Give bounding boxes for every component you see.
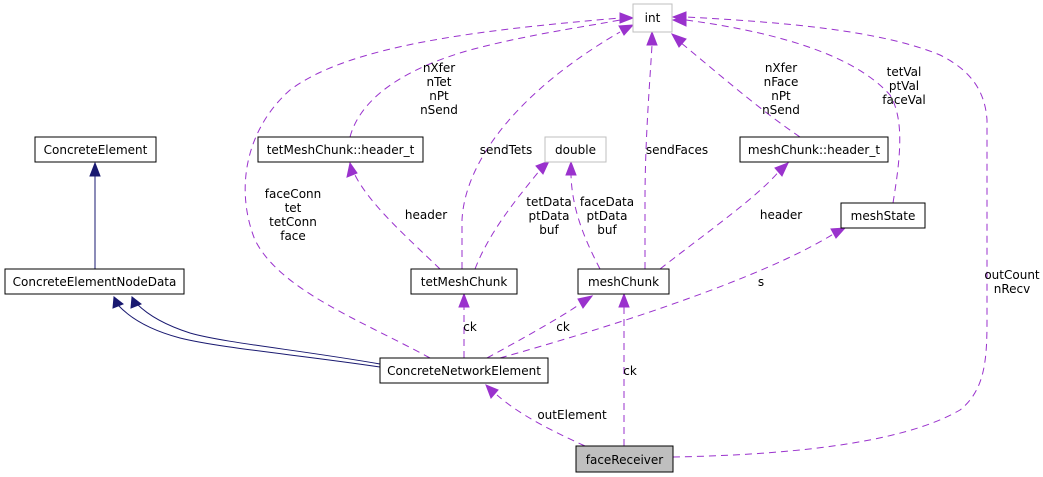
node-meshstate[interactable]: meshState [840,202,926,229]
svg-text:meshChunk: meshChunk [588,275,659,289]
arrowhead-inherit-concreteelement [89,161,101,177]
svg-text:ConcreteElement: ConcreteElement [44,143,148,157]
node-concrete-element-node-data[interactable]: ConcreteElementNodeData [4,268,185,295]
label-network-to-tetchunk: ck [463,320,477,334]
svg-text:nXfer: nXfer [765,61,797,75]
node-tetmeshchunk[interactable]: tetMeshChunk [410,268,518,295]
edge-network-to-meshstate [499,232,836,359]
label-tetchunk-to-double: tetData ptData buf [526,195,571,237]
arrowhead-meshheader [774,162,789,177]
arrowhead-inherit-nodedata-2 [130,296,142,309]
svg-text:tetConn: tetConn [269,215,317,229]
label-receiver-to-int: outCount nRecv [984,268,1040,296]
edge-meshchunk-to-meshheader [659,169,781,270]
arrowhead-int-right-2 [671,15,687,27]
label-meshheader-to-int: nXfer nFace nPt nSend [762,61,800,117]
svg-text:nRecv: nRecv [994,282,1031,296]
arrowhead-tetheader [346,161,358,178]
arrowhead-int-left-1 [619,12,635,24]
svg-text:faceReceiver: faceReceiver [586,453,664,467]
edge-network-to-meshchunk [486,303,581,359]
arrowhead-meshchunk-bottom [618,292,630,308]
svg-text:meshChunk::header_t: meshChunk::header_t [748,143,880,157]
edge-tetheader-to-int [349,19,621,138]
edge-network-to-nodedata-2 [136,303,381,365]
svg-text:ptData: ptData [529,209,570,223]
label-network-to-meshstate: s [758,275,764,289]
svg-text:meshState: meshState [851,209,916,223]
svg-text:int: int [645,11,661,25]
edge-network-to-nodedata-1 [117,304,381,368]
svg-text:tetVal: tetVal [887,65,922,79]
arrowhead-inherit-nodedata-1 [112,296,124,309]
arrowhead-meshstate [830,227,847,239]
svg-text:nSend: nSend [420,103,458,117]
label-receiver-to-meshchunk: ck [623,364,637,378]
edge-tetchunk-to-double [474,169,541,270]
svg-text:nXfer: nXfer [423,61,455,75]
label-tetheader-to-int: nXfer nTet nPt nSend [420,61,458,117]
svg-text:double: double [555,143,596,157]
svg-text:face: face [280,229,306,243]
edge-network-to-int [244,17,621,359]
edge-meshstate-to-int [685,19,901,204]
arrowhead-int-left-2 [618,24,635,36]
svg-text:nPt: nPt [771,89,791,103]
arrowhead-int-bottom [646,30,658,46]
node-meshchunk[interactable]: meshChunk [577,268,670,295]
node-double[interactable]: double [544,136,607,163]
svg-text:faceData: faceData [580,195,634,209]
arrowhead-tetchunk [458,292,470,308]
node-int[interactable]: int [632,3,673,33]
edge-tetchunk-to-int [461,31,621,269]
node-meshchunk-header[interactable]: meshChunk::header_t [739,136,889,163]
label-network-to-meshchunk: ck [556,320,570,334]
svg-text:nTet: nTet [427,75,452,89]
svg-text:nFace: nFace [764,75,799,89]
label-tetchunk-to-int: sendTets [480,143,533,157]
arrowhead-int-bottomright [670,33,687,48]
label-meshchunk-to-header: header [760,208,802,222]
label-tetchunk-to-header: header [405,208,447,222]
node-face-receiver: faceReceiver [575,445,674,473]
svg-text:tetMeshChunk: tetMeshChunk [421,275,508,289]
svg-text:ConcreteElementNodeData: ConcreteElementNodeData [13,275,177,289]
label-receiver-to-network: outElement [537,408,607,422]
node-concrete-element[interactable]: ConcreteElement [34,136,157,163]
edge-receiver-to-network [496,394,586,447]
svg-text:buf: buf [539,223,559,237]
edge-receiver-to-int [672,16,988,458]
svg-text:nSend: nSend [762,103,800,117]
svg-text:tetMeshChunk::header_t: tetMeshChunk::header_t [267,143,415,157]
svg-text:ptVal: ptVal [889,79,919,93]
label-network-to-int: faceConn tet tetConn face [265,187,322,243]
svg-text:buf: buf [597,223,617,237]
edge-tetchunk-to-tetheader [354,174,441,270]
arrowhead-double-left [535,160,550,175]
label-meshchunk-to-double: faceData ptData buf [580,195,634,237]
label-meshchunk-to-int: sendFaces [646,143,708,157]
node-concrete-network-element[interactable]: ConcreteNetworkElement [379,357,549,384]
svg-text:tetData: tetData [526,195,571,209]
node-tetmeshchunk-header[interactable]: tetMeshChunk::header_t [257,136,424,163]
edge-meshchunk-to-double [570,174,601,270]
svg-text:faceVal: faceVal [882,93,926,107]
arrowhead-meshchunk-left [577,295,594,309]
svg-text:nPt: nPt [429,89,449,103]
arrowhead-network [485,384,499,399]
svg-text:ConcreteNetworkElement: ConcreteNetworkElement [387,364,541,378]
arrowhead-double-bottom [565,160,577,176]
edge-meshchunk-to-int [644,44,653,269]
svg-text:ptData: ptData [587,209,628,223]
svg-text:outCount: outCount [984,268,1040,282]
edge-meshheader-to-int [679,41,801,138]
svg-text:tet: tet [285,201,302,215]
label-meshstate-to-int: tetVal ptVal faceVal [882,65,926,107]
svg-text:faceConn: faceConn [265,187,322,201]
